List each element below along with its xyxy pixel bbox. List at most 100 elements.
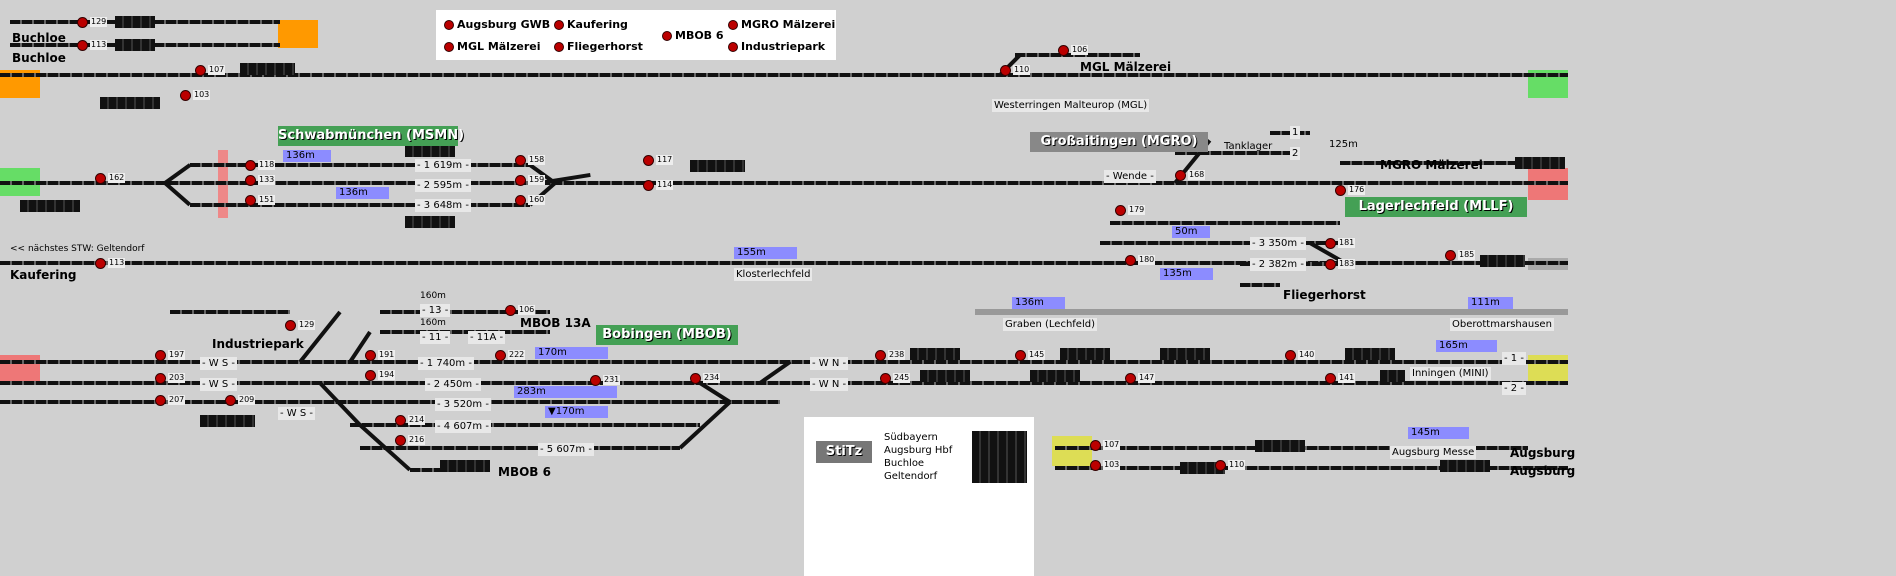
route-button-group[interactable] <box>1480 255 1525 267</box>
track-section[interactable] <box>1340 161 1528 165</box>
track-section[interactable] <box>1240 283 1280 287</box>
signal-icon[interactable] <box>1325 259 1336 270</box>
track-section[interactable] <box>380 330 550 334</box>
track-section[interactable] <box>170 310 290 314</box>
signal-icon[interactable] <box>1175 170 1186 181</box>
track-section[interactable] <box>0 73 1568 77</box>
signal-icon[interactable] <box>225 395 236 406</box>
signal-icon[interactable] <box>155 395 166 406</box>
signal-icon[interactable] <box>690 373 701 384</box>
legend-item[interactable]: MGL Mälzerei <box>444 40 540 54</box>
track-section[interactable] <box>0 261 1568 265</box>
signal-icon[interactable] <box>245 175 256 186</box>
signal-icon[interactable] <box>95 258 106 269</box>
route-button-group[interactable] <box>1440 460 1490 472</box>
track-section[interactable] <box>360 446 680 450</box>
signal-icon[interactable] <box>505 305 516 316</box>
signal-icon[interactable] <box>1058 45 1069 56</box>
signal-icon[interactable] <box>155 373 166 384</box>
route-button-group[interactable] <box>1060 348 1110 360</box>
legend-item[interactable]: Augsburg GWB <box>444 18 550 32</box>
signal-icon[interactable] <box>515 195 526 206</box>
legend-item[interactable]: MGRO Mälzerei <box>728 18 835 32</box>
signal-icon[interactable] <box>365 350 376 361</box>
route-button-group[interactable] <box>115 16 155 28</box>
signal-icon[interactable] <box>875 350 886 361</box>
track-section[interactable] <box>0 360 1568 364</box>
track-section[interactable] <box>380 310 550 314</box>
route-button-group[interactable] <box>910 348 960 360</box>
signal-icon[interactable] <box>1285 350 1296 361</box>
signal-icon[interactable] <box>77 40 88 51</box>
route-button-group[interactable] <box>240 63 295 75</box>
boundary-occupied[interactable] <box>278 20 318 48</box>
route-button-group[interactable] <box>440 460 490 472</box>
signal-icon[interactable] <box>285 320 296 331</box>
signal-icon[interactable] <box>1000 65 1011 76</box>
track-section[interactable] <box>350 423 700 427</box>
route-button-group[interactable] <box>1345 348 1395 360</box>
route-button-group[interactable] <box>690 160 745 172</box>
signal-icon[interactable] <box>643 180 654 191</box>
signal-icon[interactable] <box>1125 255 1136 266</box>
signal-icon[interactable] <box>1325 373 1336 384</box>
signal-icon[interactable] <box>77 17 88 28</box>
signal-icon[interactable] <box>643 155 654 166</box>
legend-item[interactable]: MBOB 6 <box>662 29 724 43</box>
signal-icon[interactable] <box>395 415 406 426</box>
signal-icon[interactable] <box>95 173 106 184</box>
route-button-group[interactable] <box>1380 370 1405 382</box>
track-section[interactable] <box>0 381 1568 385</box>
route-button-group[interactable] <box>200 415 255 427</box>
track-section[interactable] <box>410 468 460 472</box>
legend-item[interactable]: Kaufering <box>554 18 628 32</box>
boundary-ext[interactable] <box>1052 436 1092 466</box>
route-button-group[interactable] <box>100 97 160 109</box>
route-button-group[interactable] <box>1515 157 1565 169</box>
signal-icon[interactable] <box>515 155 526 166</box>
signal-icon[interactable] <box>880 373 891 384</box>
signal-icon[interactable] <box>395 435 406 446</box>
route-button-group[interactable] <box>20 200 80 212</box>
signal-icon[interactable] <box>515 175 526 186</box>
route-button-group[interactable] <box>1160 348 1210 360</box>
route-button-group[interactable] <box>1255 440 1305 452</box>
track-section[interactable] <box>1175 151 1300 155</box>
track-section[interactable] <box>190 203 530 207</box>
switch-track[interactable] <box>163 181 192 207</box>
signal-icon[interactable] <box>1090 460 1101 471</box>
track-section[interactable] <box>1015 53 1140 57</box>
signal-icon[interactable] <box>495 350 506 361</box>
signal-icon[interactable] <box>1325 238 1336 249</box>
signal-icon[interactable] <box>180 90 191 101</box>
signal-icon[interactable] <box>1445 250 1456 261</box>
track-section[interactable] <box>190 163 530 167</box>
signal-icon[interactable] <box>155 350 166 361</box>
legend-item[interactable]: Fliegerhorst <box>554 40 643 54</box>
track-section[interactable] <box>1110 221 1340 225</box>
signal-icon[interactable] <box>1015 350 1026 361</box>
legend-item[interactable]: Industriepark <box>728 40 825 54</box>
route-button-group[interactable] <box>115 39 155 51</box>
signal-icon[interactable] <box>245 195 256 206</box>
signal-icon[interactable] <box>195 65 206 76</box>
signal-icon[interactable] <box>365 370 376 381</box>
stitz-buttons[interactable] <box>972 431 1027 483</box>
signal-icon[interactable] <box>1335 185 1346 196</box>
track-section[interactable] <box>1055 466 1568 470</box>
switch-track[interactable] <box>298 310 342 364</box>
signal-icon[interactable] <box>245 160 256 171</box>
route-button-group[interactable] <box>1030 370 1080 382</box>
route-button-group[interactable] <box>920 370 970 382</box>
signal-icon[interactable] <box>590 375 601 386</box>
signal-icon[interactable] <box>1115 205 1126 216</box>
track-section[interactable] <box>1100 241 1340 245</box>
signal-icon[interactable] <box>1215 460 1226 471</box>
switch-track[interactable] <box>318 381 362 427</box>
track-section[interactable] <box>0 400 780 404</box>
route-button-group[interactable] <box>405 216 455 228</box>
route-button-group[interactable] <box>405 145 455 157</box>
signal-icon[interactable] <box>1125 373 1136 384</box>
signal-icon[interactable] <box>1090 440 1101 451</box>
track-section[interactable] <box>0 181 1568 185</box>
